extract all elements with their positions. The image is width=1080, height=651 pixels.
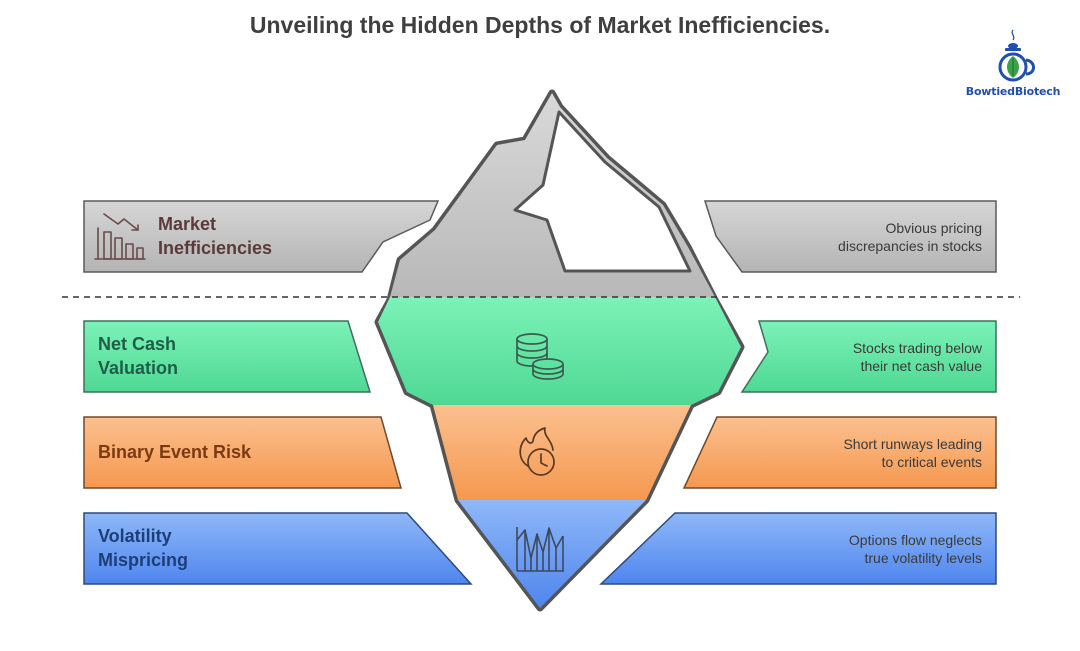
description-line: to critical events — [881, 454, 982, 470]
label-line: Mispricing — [98, 550, 189, 570]
layer-binary-event-left-band — [83, 416, 402, 489]
layer-market-inefficiencies-left-band — [83, 200, 440, 273]
layer-market-inefficiencies-right-band — [703, 200, 997, 273]
label-volatility-mispricing: Volatility Mispricing — [98, 524, 188, 572]
label-line: Volatility — [98, 526, 172, 546]
iceberg-blue-section — [458, 500, 646, 608]
teapot-leaf-logo — [998, 29, 1035, 82]
declining-bar-chart-icon — [94, 213, 146, 260]
label-binary-event-risk: Binary Event Risk — [98, 440, 251, 464]
label-line: Inefficiencies — [158, 238, 273, 258]
label-market-inefficiencies: Market Inefficiencies — [158, 212, 272, 260]
layer-volatility-right-band — [599, 512, 997, 585]
layer-binary-event-right-band — [682, 416, 997, 489]
volatility-chart-icon — [516, 527, 564, 572]
layer-net-cash-left-band — [83, 320, 372, 393]
layer-volatility-left-band — [83, 512, 473, 585]
label-line: Binary Event Risk — [98, 442, 252, 462]
description-line: discrepancies in stocks — [838, 238, 982, 254]
label-line: Net Cash — [98, 334, 177, 354]
label-net-cash-valuation: Net Cash Valuation — [98, 332, 178, 380]
diagram-title: Unveiling the Hidden Depths of Market In… — [249, 12, 831, 38]
description-line: true volatility levels — [864, 550, 983, 566]
description-line: their net cash value — [860, 358, 982, 374]
description-binary-event-risk: Short runways leading to critical events — [722, 435, 982, 471]
description-net-cash-valuation: Stocks trading below their net cash valu… — [722, 339, 982, 375]
iceberg-green-section — [378, 297, 741, 405]
description-market-inefficiencies: Obvious pricing discrepancies in stocks — [722, 219, 982, 255]
label-line: Market — [158, 214, 217, 234]
logo-text: BowtiedBiotech — [965, 85, 1061, 98]
iceberg-orange-section — [433, 405, 691, 500]
description-volatility-mispricing: Options flow neglects true volatility le… — [722, 531, 982, 567]
description-line: Obvious pricing — [885, 220, 983, 236]
label-line: Valuation — [98, 358, 179, 378]
description-line: Options flow neglects — [848, 532, 982, 548]
iceberg-snow-cap — [513, 110, 692, 273]
description-line: Short runways leading — [843, 436, 982, 452]
description-line: Stocks trading below — [852, 340, 982, 356]
layer-net-cash-right-band — [740, 320, 997, 393]
clock-flame-icon — [519, 427, 555, 476]
coin-stack-icon — [516, 333, 564, 380]
